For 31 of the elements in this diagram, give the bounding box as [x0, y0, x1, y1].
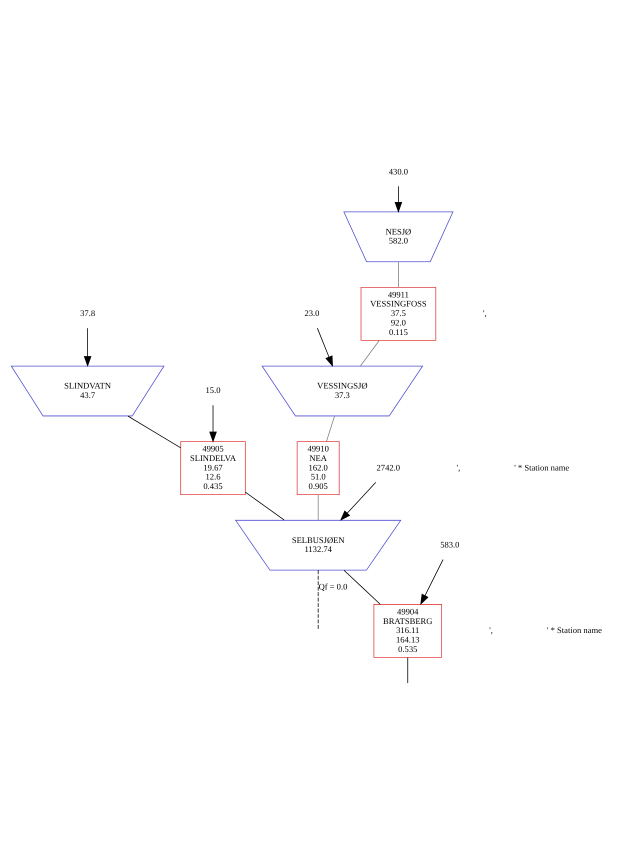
node-text: 430.0 — [388, 166, 408, 176]
node-text: 15.0 — [206, 384, 221, 395]
node-box: 49905 SLINDELVA 19.67 12.6 0.435 — [180, 440, 246, 494]
connector — [360, 340, 380, 366]
connector — [245, 491, 285, 520]
edge-label: Qf = 0.0 — [318, 580, 348, 591]
connector — [128, 415, 182, 448]
connector — [318, 494, 319, 520]
node-box: 49911 VESSINGFOSS 37.5 92.0 0.115 — [360, 286, 436, 340]
node-box: 49910 NEA 162.0 51.0 0.905 — [296, 440, 340, 494]
connector — [344, 569, 381, 604]
connector — [326, 415, 335, 442]
arrow — [316, 327, 333, 366]
label: ', — [456, 462, 460, 472]
arrow — [340, 482, 376, 520]
node-text: 2742.0 — [376, 462, 400, 472]
node-text: 37.8 — [80, 308, 96, 318]
node-text: 583.0 — [440, 538, 460, 549]
label: ', — [489, 624, 493, 635]
label: ' * Station name — [514, 462, 570, 472]
arrow — [84, 327, 92, 367]
arrow — [394, 185, 402, 212]
connector — [407, 656, 408, 683]
arrow — [420, 558, 444, 605]
node-text: 23.0 — [304, 308, 320, 318]
connector — [318, 569, 319, 630]
label: ', — [483, 308, 487, 318]
connector — [398, 261, 399, 288]
arrow — [209, 404, 217, 442]
node-box: 49904 BRATSBERG 316.11 164.13 0.535 — [373, 604, 442, 658]
label: ' * Station name — [546, 624, 602, 635]
